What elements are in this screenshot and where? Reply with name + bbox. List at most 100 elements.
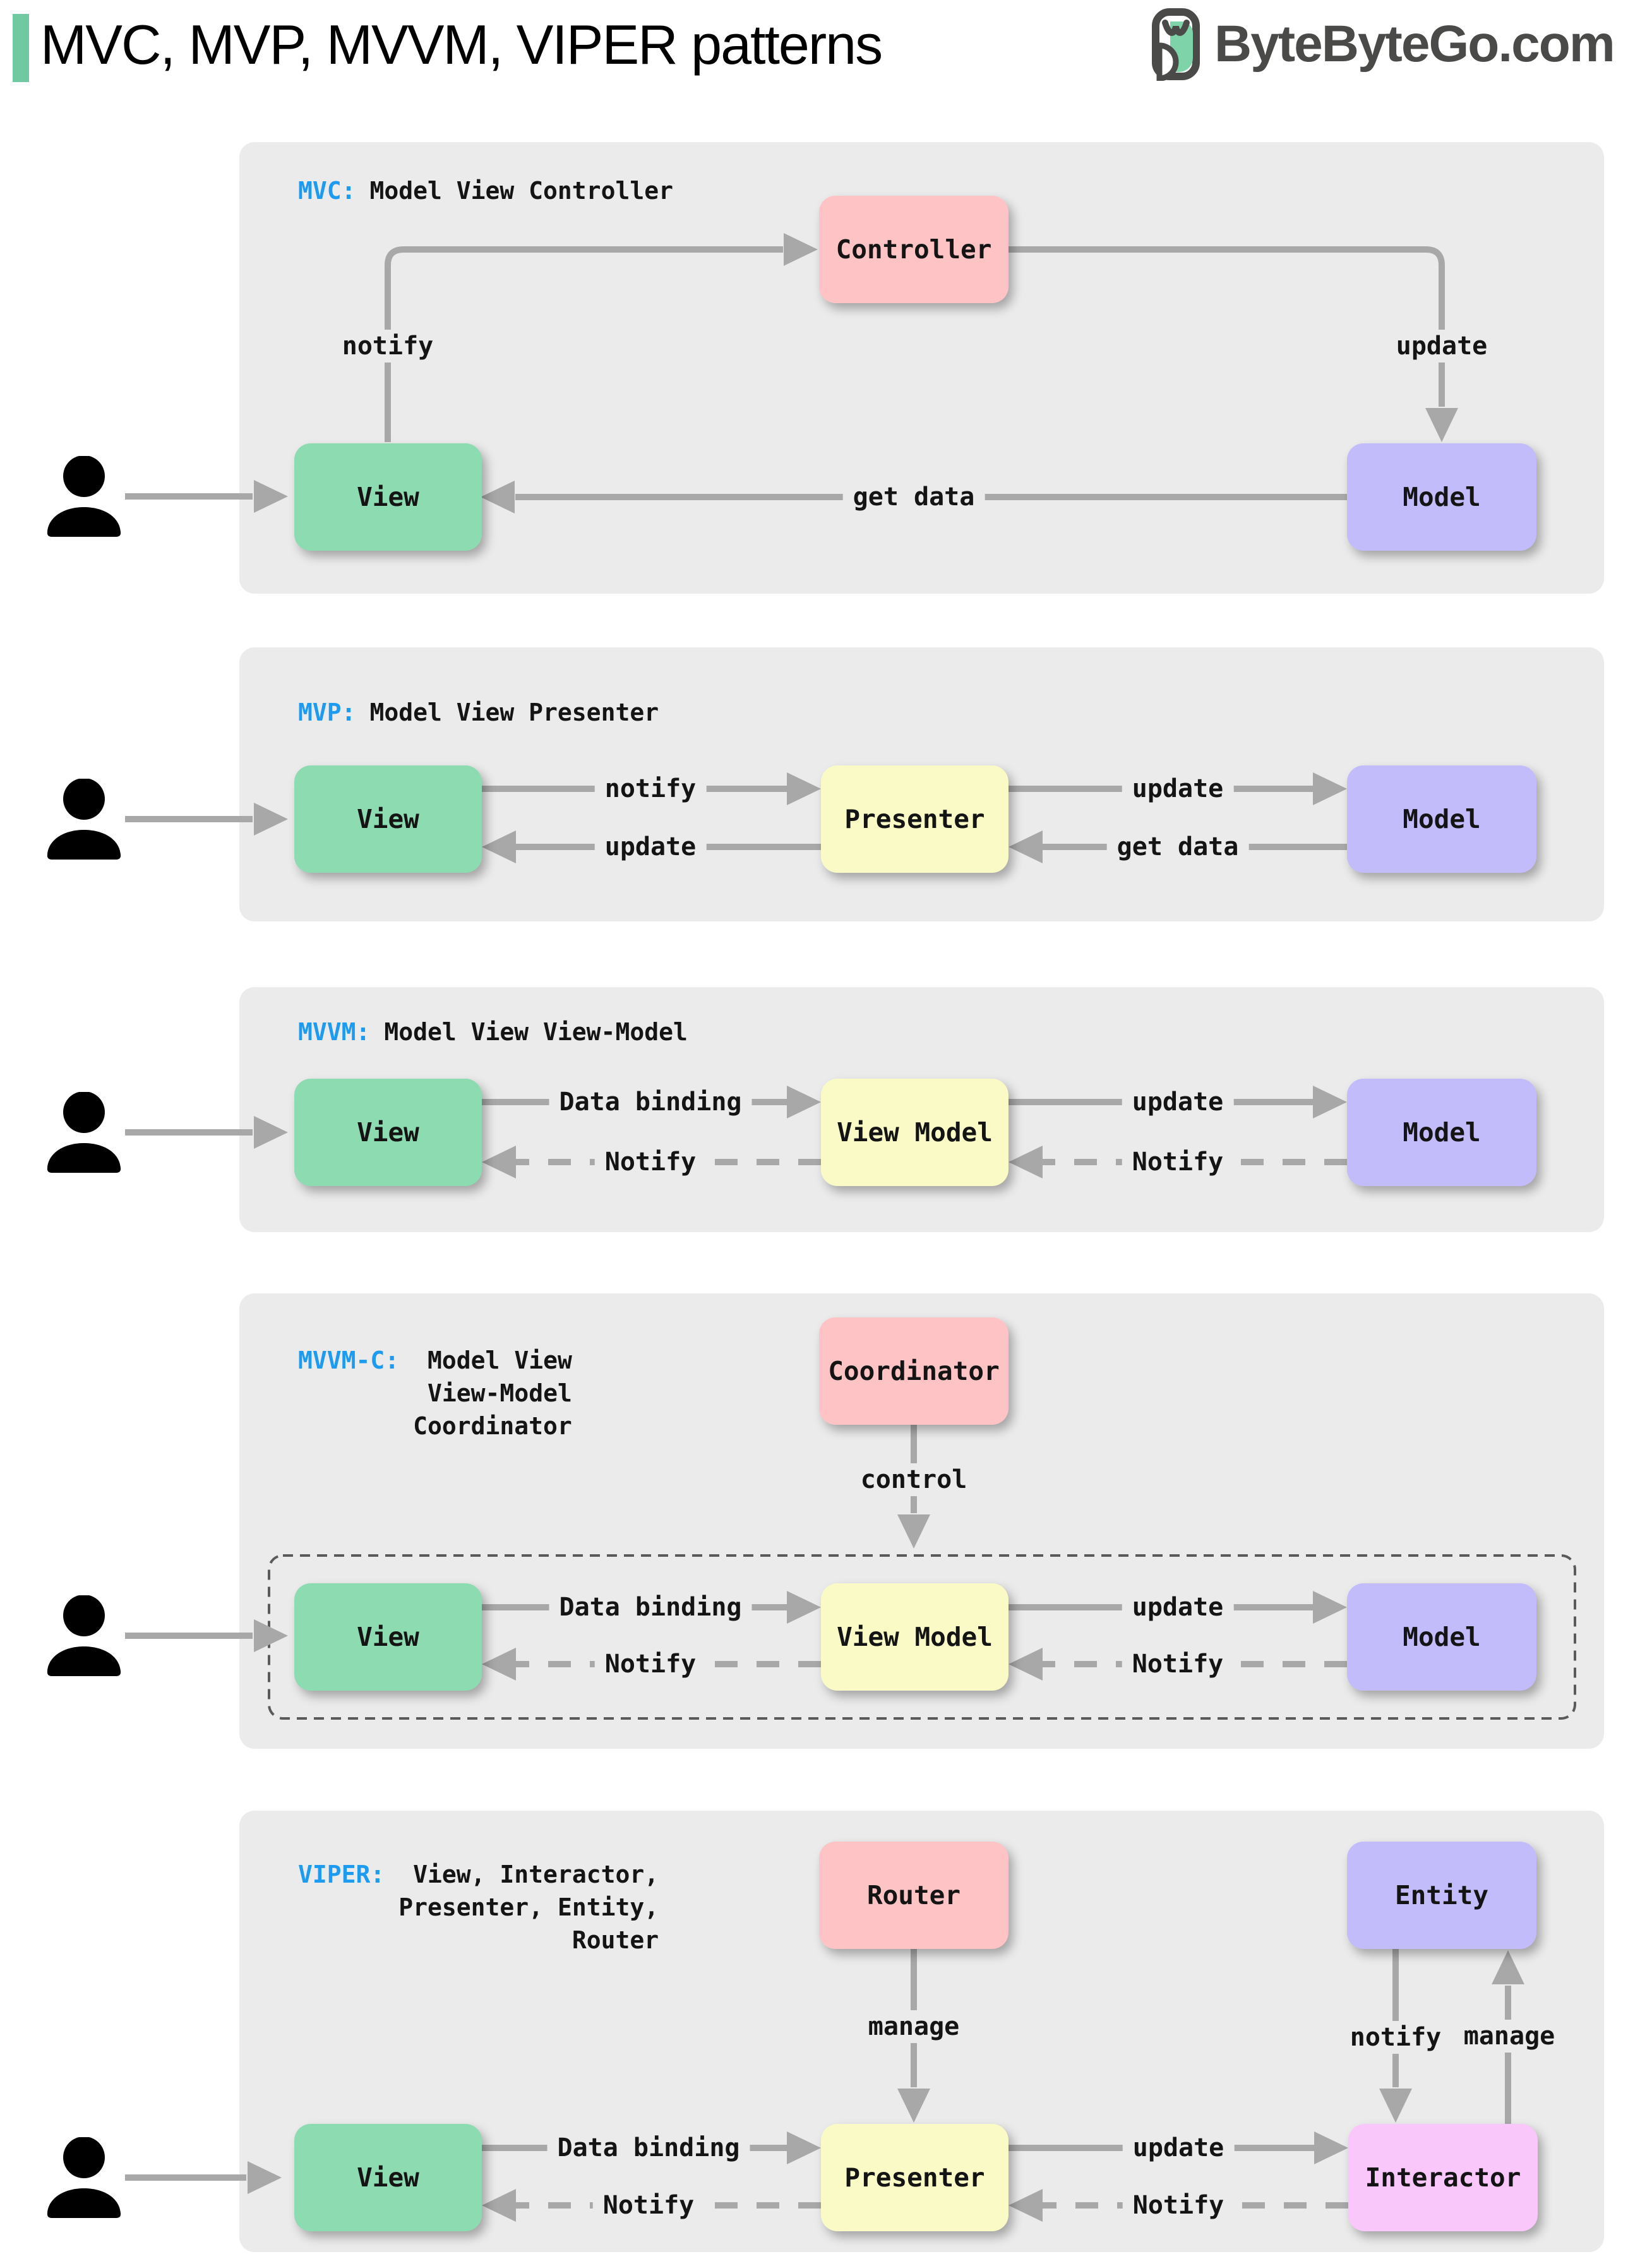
mvvmc-user-arrowhead xyxy=(254,1619,288,1652)
mvvm-model-box: Model xyxy=(1347,1079,1536,1186)
viper-notify-view-arrowhead xyxy=(482,2189,516,2222)
viper-user-icon xyxy=(44,2137,125,2218)
mvvmc-control-arrowhead xyxy=(897,1514,930,1549)
mvvmc-scope-border xyxy=(268,1554,1576,1720)
mvc-notify-label: notify xyxy=(332,330,444,363)
mvp-label: MVP: Model View Presenter xyxy=(298,696,659,729)
mvc-label: MVC: Model View Controller xyxy=(298,174,673,207)
viper-manage-entity-label: manage xyxy=(1458,2020,1560,2053)
mvvm-notify-view-label: Notify xyxy=(594,1146,707,1178)
mvp-update-model-arrowhead xyxy=(1313,772,1347,805)
mvvm-title: Model View View-Model xyxy=(384,1018,688,1046)
viper-update-arrowhead xyxy=(1314,2131,1348,2164)
mvc-abbr: MVC: xyxy=(298,177,356,205)
brand-logo: ByteByteGo.com xyxy=(1151,8,1615,81)
mvp-view-box: View xyxy=(294,765,482,873)
mvc-getdata-arrowhead xyxy=(481,481,515,513)
viper-title-line: Presenter, Entity, xyxy=(398,1893,659,1921)
mvvm-abbr: MVVM: xyxy=(298,1018,371,1046)
mvp-notify-label: notify xyxy=(594,772,707,805)
mvvm-viewmodel-box: View Model xyxy=(821,1079,1009,1186)
mvvmc-label: MVVM-C: Model View View-Model Coordinato… xyxy=(298,1344,572,1442)
mvvmc-notify-view-label: Notify xyxy=(594,1648,707,1681)
mvc-update-arrowhead xyxy=(1425,408,1458,442)
mvc-model-box: Model xyxy=(1347,443,1536,551)
mvp-presenter-box: Presenter xyxy=(821,765,1009,873)
mvvm-user-icon xyxy=(44,1091,125,1173)
mvc-user-arrowhead xyxy=(254,480,288,513)
mvvmc-viewmodel-box: View Model xyxy=(821,1583,1009,1691)
mvc-controller-box: Controller xyxy=(819,196,1009,303)
mvp-user-arrowhead xyxy=(254,803,288,836)
mvc-view-box: View xyxy=(294,443,482,551)
mvp-abbr: MVP: xyxy=(298,698,356,726)
mvvm-update-label: update xyxy=(1122,1086,1234,1118)
viper-entity-box: Entity xyxy=(1347,1842,1536,1949)
page-title: MVC, MVP, MVVM, VIPER patterns xyxy=(40,13,883,76)
viper-manage-presenter-arrowhead xyxy=(897,2089,930,2123)
mvc-user-icon xyxy=(44,455,125,537)
viper-notify-presenter-label: Notify xyxy=(1122,2189,1235,2222)
mvvmc-abbr: MVVM-C: xyxy=(298,1346,400,1374)
viper-manage-entity-arrowhead xyxy=(1492,1950,1524,1984)
mvvm-notify-vm-arrowhead xyxy=(1009,1146,1043,1178)
mvvmc-title-line: Model View xyxy=(428,1346,572,1374)
viper-user-arrowhead xyxy=(248,2161,282,2194)
viper-router-box: Router xyxy=(819,1842,1009,1949)
viper-databinding-arrowhead xyxy=(787,2131,821,2164)
viper-view-box: View xyxy=(294,2124,482,2231)
mvvm-notify-vm-label: Notify xyxy=(1122,1146,1234,1178)
mvp-user-icon xyxy=(44,778,125,860)
mvp-update-view-arrowhead xyxy=(482,830,516,863)
viper-notify-interactor-arrowhead xyxy=(1379,2089,1412,2123)
mvvm-update-arrowhead xyxy=(1313,1086,1347,1118)
title-accent-bar xyxy=(13,14,29,82)
mvp-getdata-arrowhead xyxy=(1009,830,1043,863)
mvvmc-update-label: update xyxy=(1122,1591,1234,1624)
mvvmc-notify-vm-label: Notify xyxy=(1122,1648,1234,1681)
mvvm-label: MVVM: Model View View-Model xyxy=(298,1016,688,1048)
viper-abbr: VIPER: xyxy=(298,1861,385,1888)
mvvm-databinding-label: Data binding xyxy=(549,1086,752,1118)
viper-label: VIPER: View, Interactor, Presenter, Enti… xyxy=(298,1858,659,1957)
mvc-title: Model View Controller xyxy=(369,177,673,205)
mvvm-notify-view-arrowhead xyxy=(482,1146,516,1178)
mvc-getdata-label: get data xyxy=(842,481,985,513)
viper-title-line: Router xyxy=(572,1926,659,1954)
viper-interactor-box: Interactor xyxy=(1348,2124,1538,2231)
mvvmc-title-line: View-Model xyxy=(428,1379,572,1407)
mvvmc-model-box: Model xyxy=(1347,1583,1536,1691)
viper-notify-presenter-arrowhead xyxy=(1009,2189,1043,2222)
viper-update-label: update xyxy=(1122,2131,1235,2164)
mvp-update-model-label: update xyxy=(1122,772,1234,805)
mvvmc-update-arrowhead xyxy=(1313,1591,1347,1624)
mvvmc-notify-vm-arrowhead xyxy=(1009,1648,1043,1681)
viper-databinding-label: Data binding xyxy=(547,2131,750,2164)
mvvmc-user-icon xyxy=(44,1595,125,1676)
bytebytego-icon xyxy=(1152,8,1200,81)
viper-notify-view-label: Notify xyxy=(592,2189,705,2222)
mvvmc-control-label: control xyxy=(850,1463,978,1496)
brand-name: ByteByteGo.com xyxy=(1214,15,1615,73)
mvvm-databinding-arrowhead xyxy=(787,1086,821,1118)
mvvmc-notify-view-arrowhead xyxy=(482,1648,516,1681)
mvp-title: Model View Presenter xyxy=(369,698,659,726)
mvvm-view-box: View xyxy=(294,1079,482,1186)
mvp-getdata-label: get data xyxy=(1106,830,1249,863)
mvc-update-line xyxy=(1009,246,1445,407)
mvp-model-box: Model xyxy=(1347,765,1536,873)
mvvmc-databinding-label: Data binding xyxy=(549,1591,752,1624)
viper-notify-interactor-label: notify xyxy=(1344,2021,1447,2054)
mvp-update-view-label: update xyxy=(594,830,707,863)
mvvmc-coordinator-box: Coordinator xyxy=(819,1317,1009,1425)
mvc-notify-line xyxy=(385,246,783,442)
mvc-update-label: update xyxy=(1386,330,1498,363)
mvvmc-databinding-arrowhead xyxy=(787,1591,821,1624)
mvc-notify-arrowhead xyxy=(784,233,818,266)
viper-manage-presenter-label: manage xyxy=(858,2010,970,2043)
mvvmc-view-box: View xyxy=(294,1583,482,1691)
viper-presenter-box: Presenter xyxy=(821,2124,1009,2231)
mvp-notify-arrowhead xyxy=(787,772,821,805)
mvvmc-title-line: Coordinator xyxy=(413,1412,572,1440)
